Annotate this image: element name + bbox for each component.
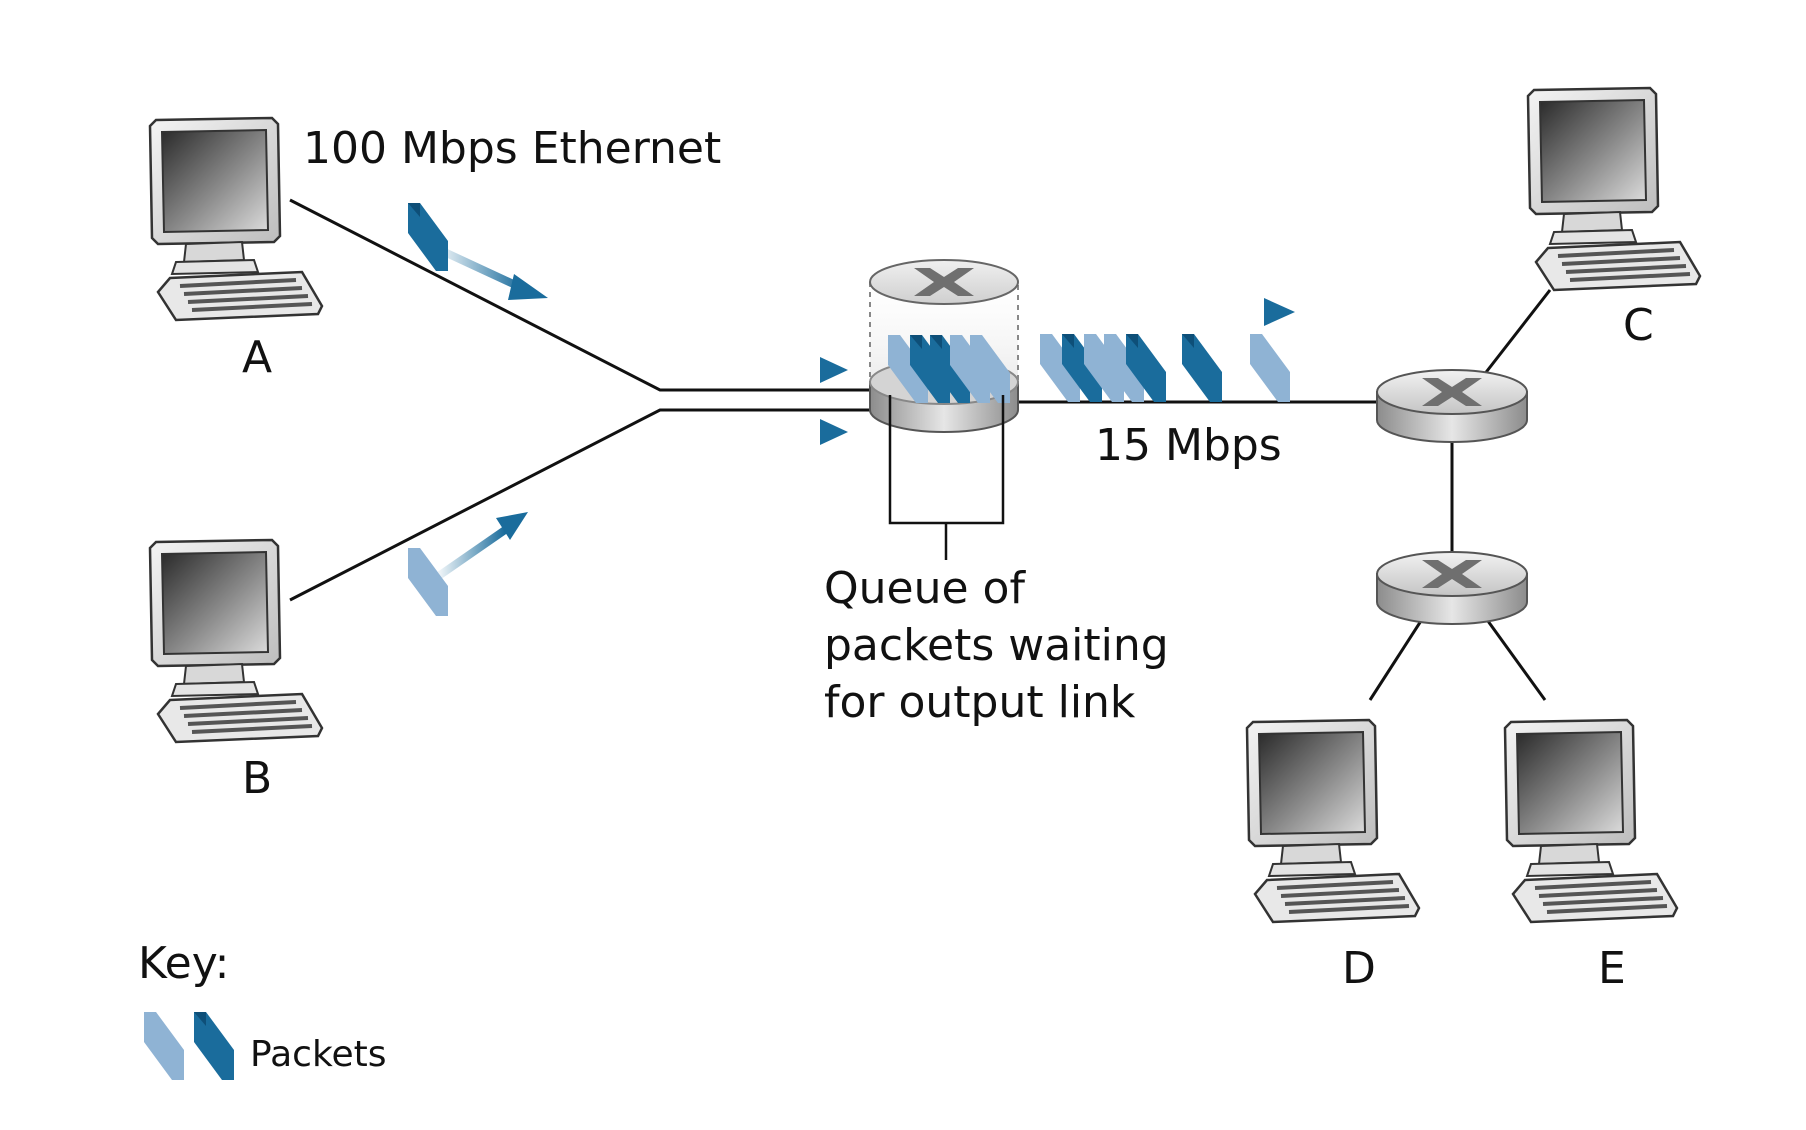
host-d-label: D (1342, 943, 1376, 994)
arrow-output-link-icon (1040, 298, 1295, 326)
arrow-b-icon (437, 512, 528, 579)
arrow-into-switch-lower-icon (678, 419, 848, 445)
host-c-computer-icon[interactable] (1526, 86, 1702, 292)
link-b-to-switch (289, 408, 870, 602)
arrow-a-icon (438, 246, 548, 300)
host-a-label: A (242, 332, 272, 383)
link-router2-to-e (1478, 609, 1547, 701)
packet-from-b-icon (408, 548, 448, 616)
link-a-to-switch (289, 198, 870, 392)
host-a-computer-icon[interactable] (148, 116, 324, 322)
router-de-icon[interactable] (1376, 551, 1528, 625)
queue-label-line-1: Queue of (824, 563, 1026, 614)
flow-arrows (437, 246, 1295, 579)
queue-label-line-2: packets waiting (824, 620, 1169, 671)
ethernet-label: 100 Mbps Ethernet (303, 123, 721, 174)
queue-bracket (888, 395, 1005, 560)
host-d-computer-icon[interactable] (1245, 718, 1421, 924)
output-packet-6 (1182, 334, 1222, 402)
host-e-label: E (1598, 943, 1626, 994)
router-c-icon[interactable] (1376, 369, 1528, 443)
link-speed-label: 15 Mbps (1095, 420, 1282, 471)
key-legend: Key: Packets (138, 938, 387, 1080)
queue-label-line-3: for output link (824, 677, 1136, 728)
links (289, 198, 1552, 701)
host-e-computer-icon[interactable] (1503, 718, 1679, 924)
arrow-into-switch-upper-icon (678, 357, 848, 383)
key-title: Key: (138, 938, 229, 989)
output-packet-7 (1250, 334, 1290, 402)
host-c-label: C (1623, 300, 1654, 351)
key-packets-label: Packets (250, 1034, 387, 1075)
key-packet-light-icon (144, 1012, 184, 1080)
host-b-computer-icon[interactable] (148, 538, 324, 744)
packet-from-a-icon (408, 203, 448, 271)
key-packet-dark-icon (194, 1012, 234, 1080)
link-router2-to-d (1368, 609, 1430, 701)
link-router-to-c (1478, 289, 1552, 381)
host-b-label: B (242, 753, 272, 804)
